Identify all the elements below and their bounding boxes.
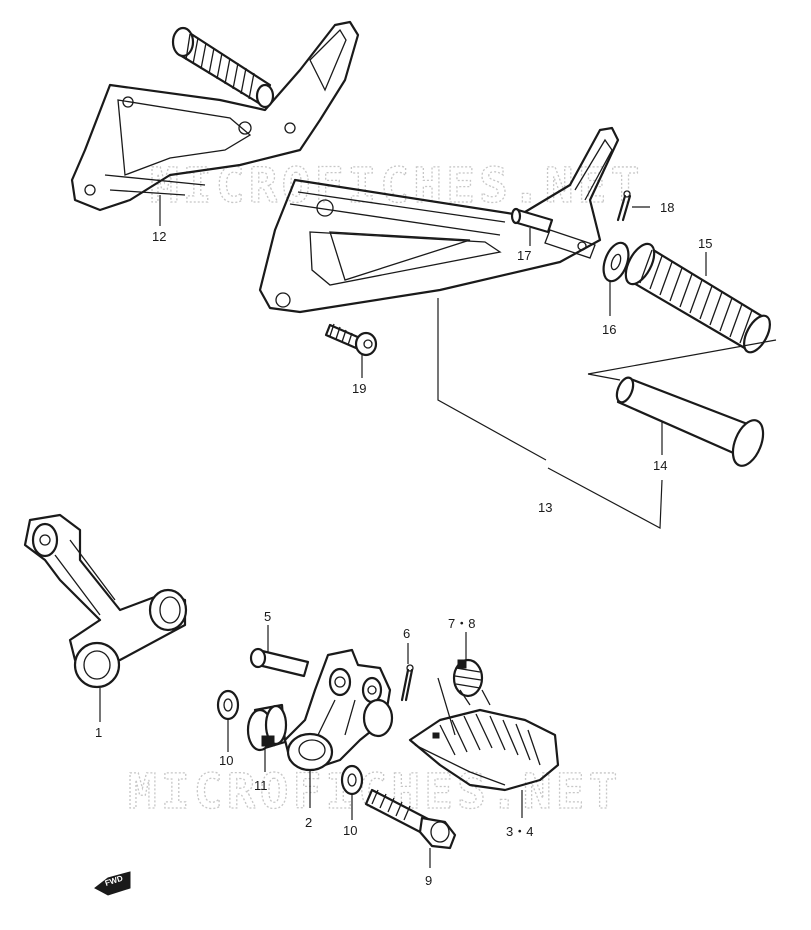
footpeg-rubber-12 bbox=[171, 26, 275, 109]
arrow-left-icon bbox=[94, 871, 131, 896]
callout-18: 18 bbox=[660, 200, 674, 215]
callout-6: 6 bbox=[403, 626, 410, 641]
assembly-leaders bbox=[437, 298, 777, 529]
callout-19: 19 bbox=[352, 381, 366, 396]
callout-5: 5 bbox=[264, 609, 271, 624]
arm-1 bbox=[23, 513, 188, 689]
callout-1: 1 bbox=[95, 725, 102, 740]
callout-9: 9 bbox=[425, 873, 432, 888]
bracket-12 bbox=[70, 20, 360, 212]
cotter-pin-6 bbox=[400, 664, 414, 702]
callout-7-8: 7・8 bbox=[448, 616, 475, 631]
spring-7-8 bbox=[452, 658, 484, 698]
callout-2: 2 bbox=[305, 815, 312, 830]
callout-10-upper: 10 bbox=[219, 753, 233, 768]
pin-5 bbox=[249, 647, 310, 678]
callout-17: 17 bbox=[517, 248, 531, 263]
cotter-pin-18 bbox=[616, 190, 632, 222]
bracket-13 bbox=[258, 126, 620, 314]
bracket-2 bbox=[283, 648, 394, 772]
bolt-19 bbox=[324, 323, 378, 357]
callout-14: 14 bbox=[653, 458, 667, 473]
callout-11: 11 bbox=[254, 778, 268, 793]
footpeg-rubber-15 bbox=[624, 242, 771, 354]
washer-10-upper bbox=[216, 689, 240, 721]
fwd-badge: FWD bbox=[94, 871, 131, 896]
bushing-11 bbox=[246, 703, 288, 752]
callout-16: 16 bbox=[602, 322, 616, 337]
callout-3-4: 3・4 bbox=[506, 824, 533, 839]
callout-12: 12 bbox=[152, 229, 166, 244]
washer-10-lower bbox=[340, 764, 364, 796]
step-3-4 bbox=[408, 677, 560, 792]
bolt-9 bbox=[364, 788, 457, 850]
callout-10-lower: 10 bbox=[343, 823, 357, 838]
callout-15: 15 bbox=[698, 236, 712, 251]
pin-17 bbox=[510, 207, 554, 234]
pivot-pin-14 bbox=[615, 376, 765, 467]
callout-13: 13 bbox=[538, 500, 552, 515]
